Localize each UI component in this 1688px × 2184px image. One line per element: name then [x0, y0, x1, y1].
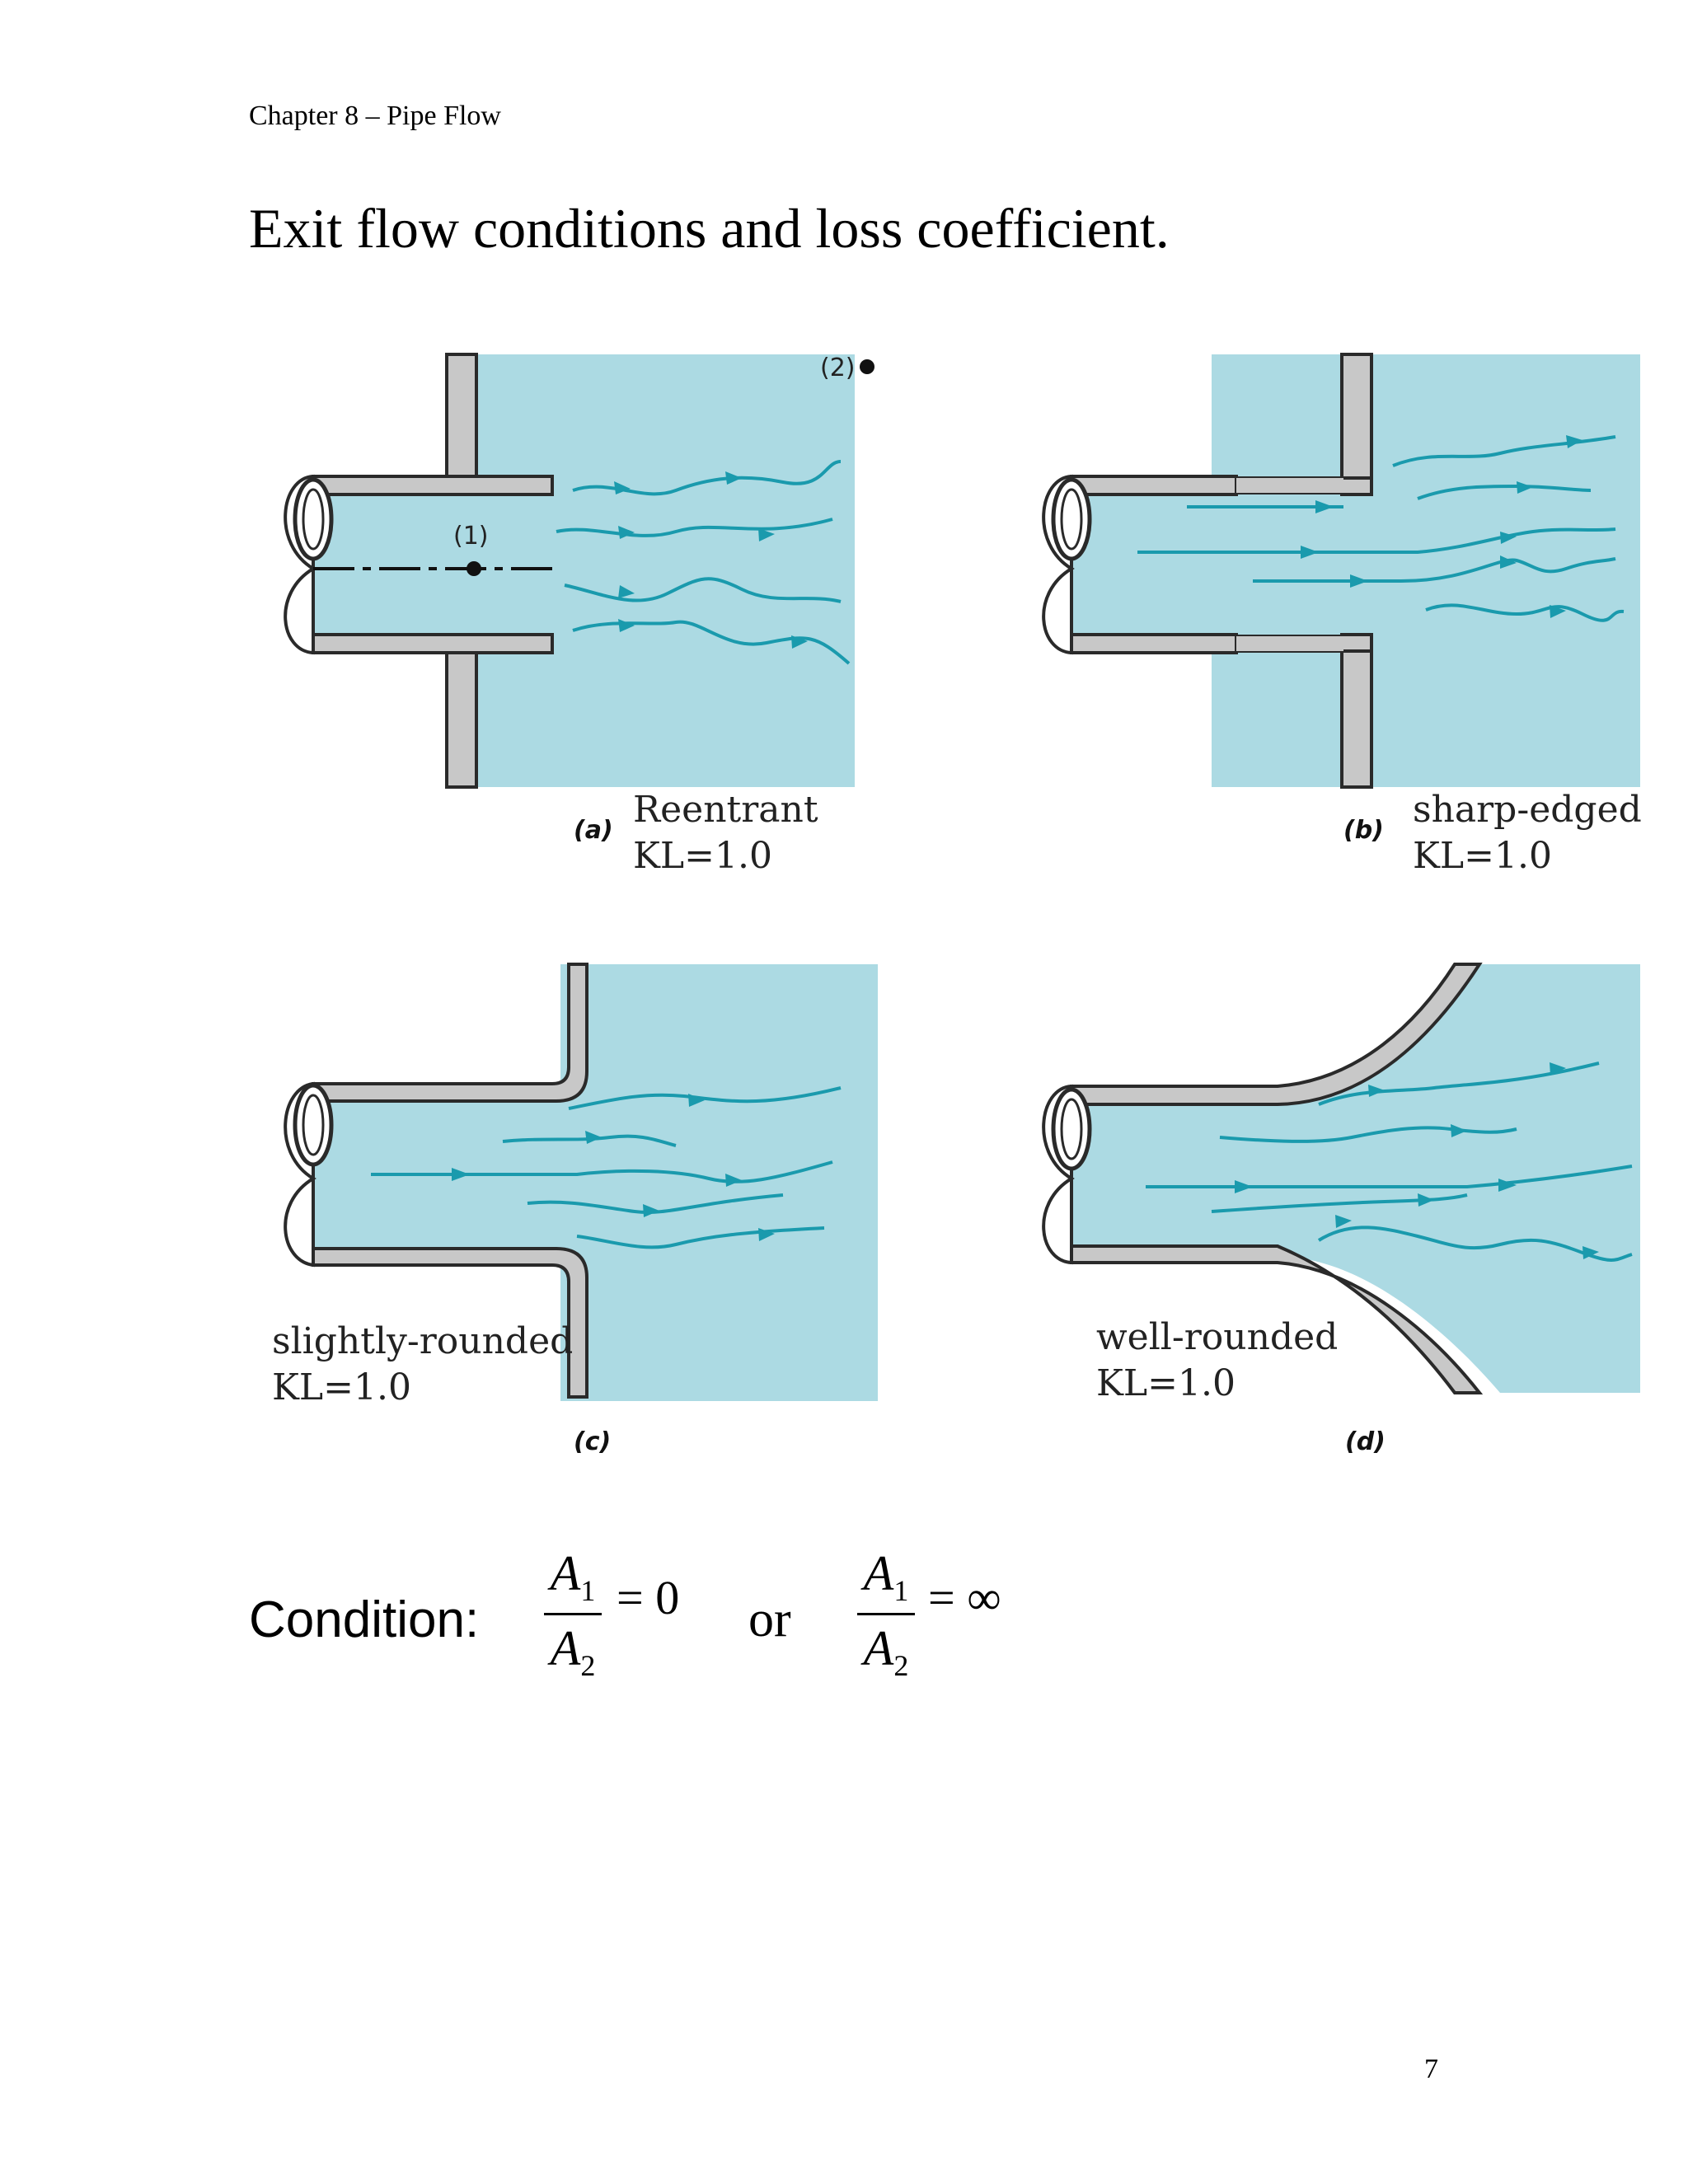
reservoir-water [560, 964, 878, 1401]
running-header: Chapter 8 – Pipe Flow [249, 101, 501, 131]
loss-coefficient-label: KL=1.0 [1413, 834, 1552, 877]
denominator-symbol: A [863, 1621, 894, 1675]
flow-arrowheads [1235, 1062, 1599, 1259]
denominator-subscript: 2 [580, 1649, 596, 1682]
exit-type-label: Reentrant [633, 789, 818, 831]
reentrant-exit-diagram: (1) (2) [284, 353, 874, 789]
exit-type-label: sharp-edged [1413, 789, 1642, 831]
denominator-symbol: A [550, 1621, 581, 1675]
area-ratio-fraction-1: A1 A2 [544, 1545, 602, 1683]
loss-coefficient-label: KL=1.0 [272, 1366, 411, 1408]
panel-tag-b: (b) [1343, 816, 1384, 845]
numerator-subscript: 1 [893, 1574, 909, 1607]
panel-tag-a: (a) [574, 816, 613, 845]
numerator-subscript: 1 [580, 1574, 596, 1607]
reservoir-wall-upper [1340, 353, 1373, 496]
exit-type-label: slightly-rounded [272, 1320, 574, 1362]
pipe-wall-bottom [1070, 633, 1238, 654]
panel-label-d: well-rounded KL=1.0 [1096, 1315, 1338, 1407]
panel-label-b: sharp-edged KL=1.0 [1413, 787, 1642, 879]
fraction-bar [544, 1613, 602, 1615]
streamlines [1146, 1062, 1633, 1262]
flared-wall-bottom [1070, 1244, 1484, 1394]
numerator-symbol: A [550, 1546, 581, 1601]
rounded-wall-bottom [312, 1247, 588, 1399]
pipe-opening-ellipse [293, 477, 334, 561]
loss-coefficient-label: KL=1.0 [633, 834, 772, 877]
pipe-wall-bottom [312, 633, 554, 654]
figure-panel-c: slightly-rounded KL=1.0 (c) [247, 956, 915, 1467]
flared-wall-top [1070, 963, 1483, 1106]
water-region [1071, 964, 1640, 1393]
panel-tag-d: (d) [1345, 1427, 1386, 1456]
flow-arrowheads [614, 471, 808, 649]
point-2-marker [860, 359, 874, 374]
figure-panel-d: well-rounded KL=1.0 (d) [1006, 956, 1673, 1467]
pipe-opening-ellipse [293, 1083, 334, 1167]
pipe-wall-top [312, 475, 554, 496]
flow-arrowheads [452, 1094, 775, 1241]
page-number: 7 [1424, 2054, 1438, 2084]
figure-panel-b: (b) sharp-edged KL=1.0 [1006, 346, 1673, 877]
sharp-edged-exit-diagram [1042, 353, 1640, 789]
slide-title: Exit flow conditions and loss coefficien… [249, 197, 1170, 260]
equals-zero: = 0 [617, 1571, 680, 1624]
flow-arrowheads [1301, 435, 1582, 618]
numerator-symbol: A [863, 1546, 894, 1601]
area-ratio-fraction-2: A1 A2 [857, 1545, 915, 1683]
slightly-rounded-exit-diagram [284, 963, 878, 1401]
point-1-label: (1) [453, 522, 489, 551]
pipe-water [1071, 494, 1236, 635]
panel-label-a: Reentrant KL=1.0 [633, 787, 818, 879]
denominator-subscript: 2 [893, 1649, 909, 1682]
panel-tag-c: (c) [574, 1427, 612, 1456]
rounded-wall-top [312, 963, 588, 1103]
pipe-water [313, 494, 552, 635]
figure-panel-a: (1) (2) (a) Reentrant KL=1.0 [247, 346, 915, 877]
panel-label-c: slightly-rounded KL=1.0 [272, 1319, 573, 1411]
or-word: or [748, 1591, 791, 1647]
pipe-opening-ellipse [1051, 477, 1092, 561]
pipe-opening-ellipse [1051, 1087, 1092, 1171]
point-2-label: (2) [820, 354, 856, 382]
point-1-marker [467, 561, 481, 576]
fraction-bar [857, 1613, 915, 1615]
exit-type-label: well-rounded [1096, 1316, 1339, 1358]
reservoir-wall-lower [1340, 633, 1373, 789]
condition-label: Condition: [249, 1591, 480, 1648]
equals-infinity: = ∞ [928, 1571, 1001, 1624]
pipe-wall-top [1070, 475, 1238, 496]
well-rounded-exit-diagram [1042, 963, 1640, 1394]
loss-coefficient-label: KL=1.0 [1096, 1361, 1236, 1404]
